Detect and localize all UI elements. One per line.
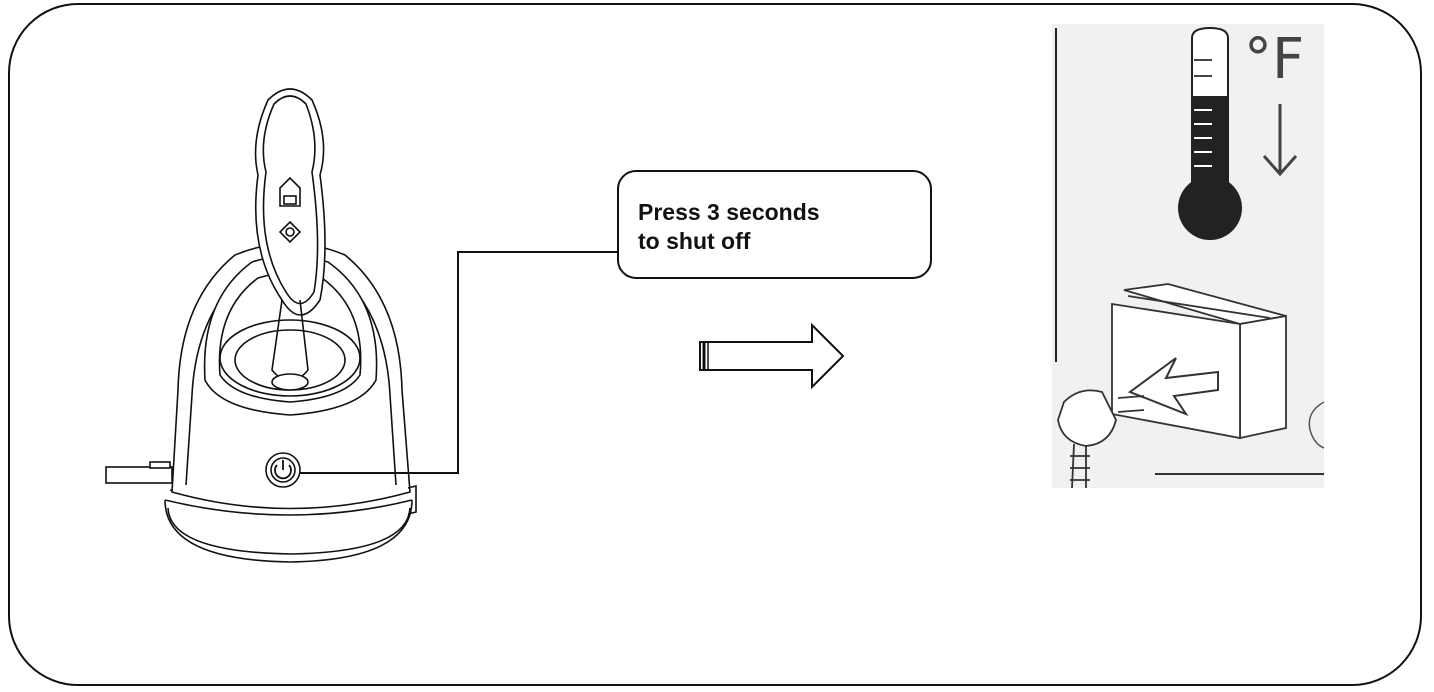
edge-circle (1308, 401, 1325, 449)
thermometer-icon (1178, 26, 1242, 240)
pull-arrow (1127, 357, 1219, 417)
arrow-right-icon (699, 322, 845, 390)
callout-line-2: to shut off (638, 228, 751, 254)
instruction-panel (1052, 24, 1325, 489)
callout-text: Press 3 seconds to shut off (638, 198, 918, 256)
callout-leader-line (300, 251, 618, 474)
plug-icon (1057, 389, 1145, 489)
socket-icon (1111, 283, 1287, 440)
down-arrow-icon (1262, 104, 1298, 177)
steamer-device (105, 88, 417, 563)
callout-line-1: Press 3 seconds (638, 199, 820, 225)
callout-box (617, 170, 932, 279)
temperature-unit-label: °F (1244, 27, 1305, 92)
cord-stub (105, 461, 173, 484)
power-button-icon (265, 452, 301, 488)
